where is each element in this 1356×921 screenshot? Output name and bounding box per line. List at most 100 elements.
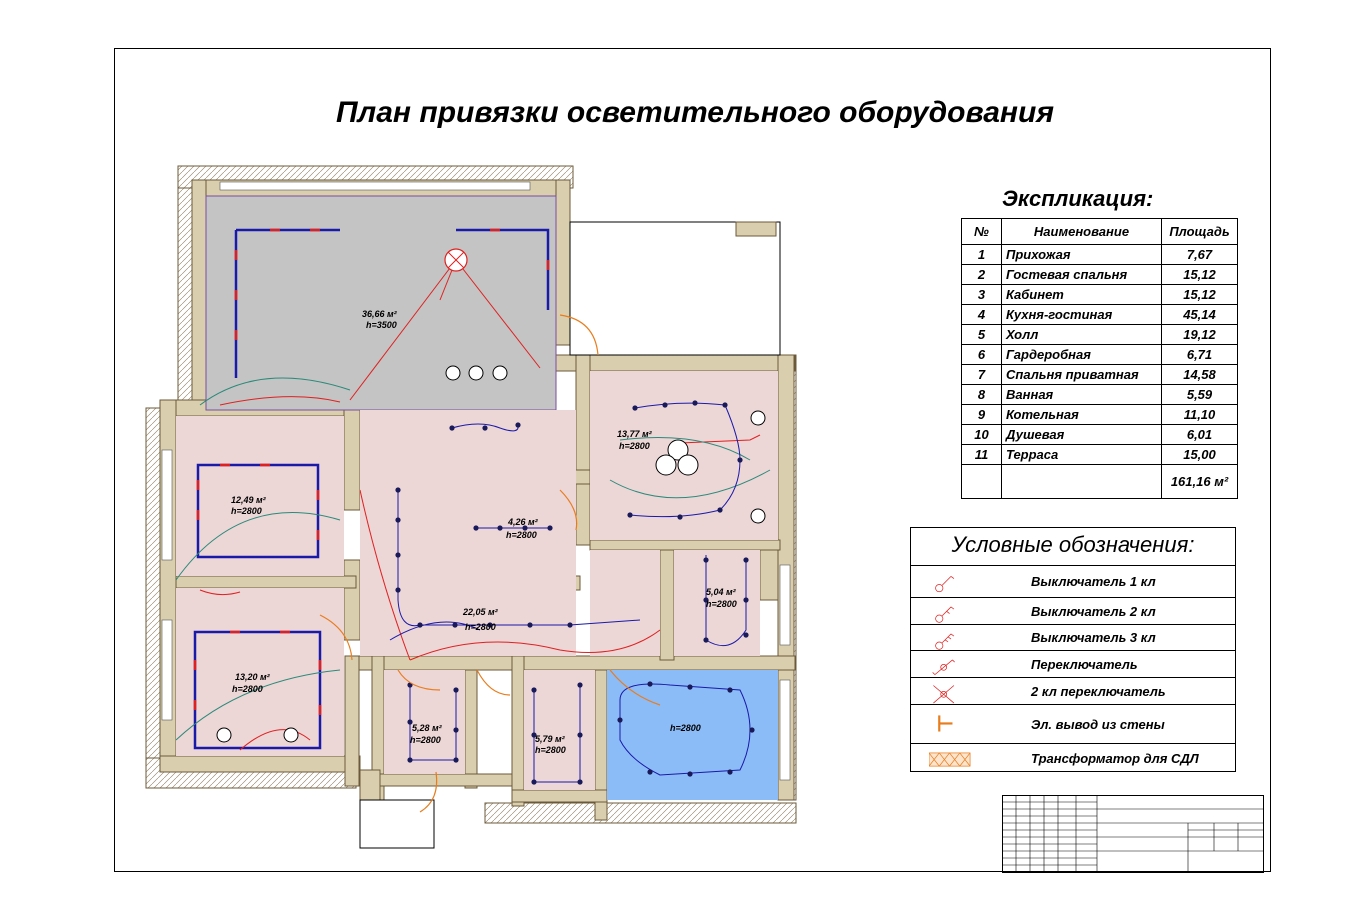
room-hall-corridor [590, 550, 660, 656]
room-hall-area: 22,05 м² [462, 607, 499, 617]
explication-title: Экспликация: [1002, 186, 1154, 211]
legend-label: Эл. вывод из стены [1031, 717, 1165, 732]
luminaire-icon [395, 487, 401, 493]
luminaire-icon [515, 422, 521, 428]
row-area: 19,12 [1161, 324, 1238, 345]
terrace [569, 221, 781, 356]
room-entry-height: h=2800 [410, 735, 441, 745]
luminaire-icon [407, 757, 413, 763]
luminaire-icon [703, 557, 709, 563]
luminaire-icon [417, 622, 423, 628]
row-number: 5 [961, 324, 1002, 345]
row-name: Кухня-гостиная [1001, 304, 1162, 325]
col-number: № [961, 218, 1002, 245]
legend-title: Условные обозначения: [951, 532, 1195, 557]
wall-outlet-icon [938, 715, 953, 732]
row-number: 2 [961, 264, 1002, 285]
luminaire-icon [453, 757, 459, 763]
switch-2-icon [935, 606, 955, 623]
luminaire-icon [531, 779, 537, 785]
luminaire-icon [567, 622, 573, 628]
luminaire-icon [395, 587, 401, 593]
row-name: Гостевая спальня [1001, 264, 1162, 285]
luminaire-icon [453, 727, 459, 733]
luminaire-icon [531, 732, 537, 738]
legend-label: Трансформатор для СДЛ [1031, 751, 1199, 766]
row-area: 45,14 [1161, 304, 1238, 325]
luminaire-icon [647, 769, 653, 775]
legend-item: Переключатель [911, 650, 1235, 677]
row-area: 5,59 [1161, 384, 1238, 405]
row-number: 9 [961, 404, 1002, 425]
legend-item: Эл. вывод из стены [911, 704, 1235, 743]
room-wardrobe-floor [444, 484, 576, 576]
room-entry-floor [384, 670, 465, 774]
luminaire-icon [522, 525, 528, 531]
row-name: Прихожая [1001, 244, 1162, 265]
floor-plan: 36,66 м² h=3500 12,49 м² h=2800 13,20 м²… [145, 165, 797, 849]
transformer-icon [929, 752, 971, 767]
row-name: Душевая [1001, 424, 1162, 445]
room-guest-floor [176, 416, 344, 576]
row-area: 15,00 [1161, 444, 1238, 465]
luminaire-icon [727, 769, 733, 775]
switch-3-icon [935, 633, 955, 650]
row-name: Гардеробная [1001, 344, 1162, 365]
toggle-switch-icon [932, 659, 955, 675]
room-bedroom-area: 13,77 м² [617, 429, 653, 439]
row-number: 4 [961, 304, 1002, 325]
luminaire-icon [473, 525, 479, 531]
legend: Условные обозначения: Выключатель 1 кл Вы… [910, 527, 1236, 772]
legend-label: Выключатель 1 кл [1031, 574, 1156, 589]
luminaire-icon [407, 719, 413, 725]
luminaire-icon [531, 687, 537, 693]
total-area: 161,16 м² [1161, 464, 1238, 499]
luminaire-icon [687, 684, 693, 690]
bedroom-chandelier-icon [655, 439, 699, 476]
row-number: 1 [961, 244, 1002, 265]
room-guest-area: 12,49 м² [231, 495, 267, 505]
row-number: 7 [961, 364, 1002, 385]
legend-item: Выключатель 1 кл [911, 565, 1235, 597]
switch-1-icon [935, 576, 955, 593]
room-shower-height: h=2800 [535, 745, 566, 755]
porch [359, 799, 435, 849]
luminaire-icon [449, 425, 455, 431]
legend-label: Переключатель [1031, 657, 1138, 672]
luminaire-icon [547, 525, 553, 531]
table-total-row: 161,16 м² [961, 464, 1238, 499]
col-name: Наименование [1001, 218, 1162, 245]
room-study-floor [176, 588, 344, 756]
luminaire-icon [395, 552, 401, 558]
room-pool-height: h=2800 [670, 723, 701, 733]
outer-wall-south-east [484, 802, 797, 824]
row-number: 10 [961, 424, 1002, 445]
row-number: 11 [961, 444, 1002, 465]
room-study-height: h=2800 [232, 684, 263, 694]
luminaire-icon [749, 727, 755, 733]
row-number: 3 [961, 284, 1002, 305]
luminaire-icon [703, 637, 709, 643]
luminaire-icon [482, 425, 488, 431]
luminaire-icon [453, 687, 459, 693]
luminaire-icon [677, 514, 683, 520]
legend-item: Выключатель 3 кл [911, 624, 1235, 650]
toggle-switch-2-icon [933, 685, 955, 704]
room-wardrobe-area: 4,26 м² [507, 517, 539, 527]
room-hall-floor-2 [444, 410, 576, 470]
table-header-row: № Наименование Площадь [961, 218, 1238, 245]
luminaire-icon [703, 597, 709, 603]
title-block-stamp [1002, 795, 1264, 873]
legend-label: Выключатель 3 кл [1031, 630, 1156, 645]
room-pool-floor [607, 670, 778, 800]
luminaire-icon [577, 779, 583, 785]
luminaire-icon [743, 597, 749, 603]
